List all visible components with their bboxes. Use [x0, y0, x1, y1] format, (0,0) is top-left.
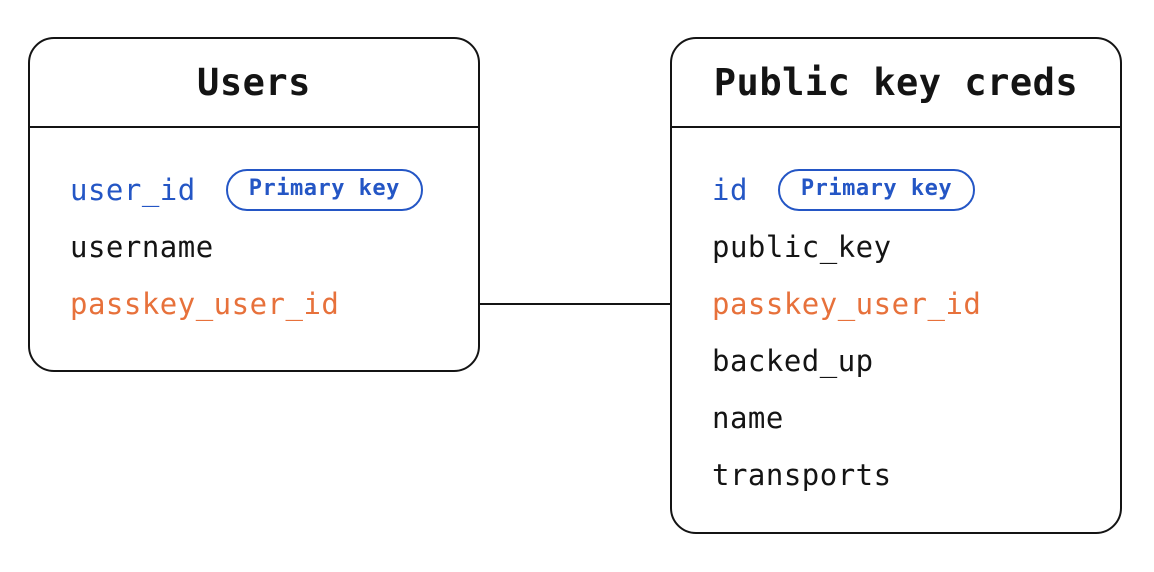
field-name: passkey_user_id [712, 286, 982, 321]
primary-key-badge: Primary key [225, 168, 423, 211]
field-name: user_id [70, 172, 196, 207]
table-fields: user_id Primary key username passkey_use… [30, 128, 478, 332]
field-name: id [712, 172, 748, 207]
table-fields: id Primary key public_key passkey_user_i… [672, 128, 1120, 503]
field-name: username [70, 229, 214, 264]
field-name: transports [712, 457, 892, 492]
table-title: Users [197, 61, 311, 104]
table-field-row: user_id Primary key [70, 161, 460, 218]
field-name: backed_up [712, 343, 874, 378]
table-field-row: passkey_user_id [712, 275, 1102, 332]
table-field-row: passkey_user_id [70, 275, 460, 332]
field-name: public_key [712, 229, 892, 264]
table-public-key-creds: Public key creds id Primary key public_k… [670, 37, 1122, 534]
field-name: name [712, 400, 784, 435]
table-users: Users user_id Primary key username passk… [28, 37, 480, 372]
table-header: Public key creds [672, 39, 1120, 128]
table-field-row: public_key [712, 218, 1102, 275]
field-name: passkey_user_id [70, 286, 340, 321]
table-field-row: username [70, 218, 460, 275]
table-field-row: transports [712, 446, 1102, 503]
table-field-row: name [712, 389, 1102, 446]
table-title: Public key creds [713, 61, 1079, 104]
relationship-line [480, 303, 670, 305]
table-header: Users [30, 39, 478, 128]
table-field-row: backed_up [712, 332, 1102, 389]
primary-key-badge: Primary key [777, 168, 976, 211]
table-field-row: id Primary key [712, 161, 1102, 218]
